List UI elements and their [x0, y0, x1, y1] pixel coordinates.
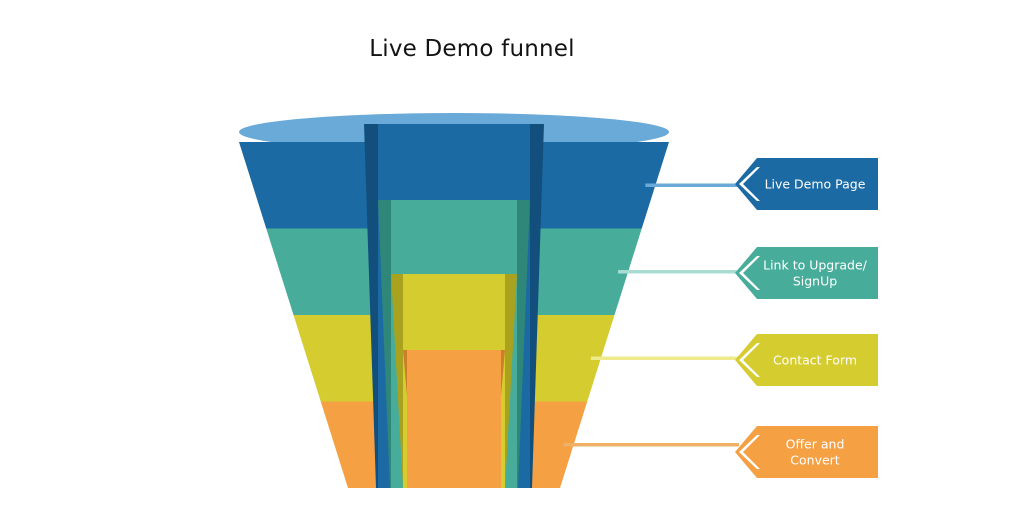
stage-tag-3	[735, 334, 878, 386]
stage-tag-2	[735, 247, 878, 299]
stage-label-2: Link to Upgrade/SignUp	[763, 258, 868, 289]
stage-tag-1	[735, 158, 878, 210]
stage-tag-4	[735, 426, 878, 478]
funnel-column-4-face	[407, 350, 501, 488]
page-title: Live Demo funnel	[369, 36, 575, 62]
stage-label-1: Live Demo Page	[765, 177, 866, 192]
funnel-body	[239, 113, 669, 488]
stage-label-3: Contact Form	[773, 353, 857, 368]
